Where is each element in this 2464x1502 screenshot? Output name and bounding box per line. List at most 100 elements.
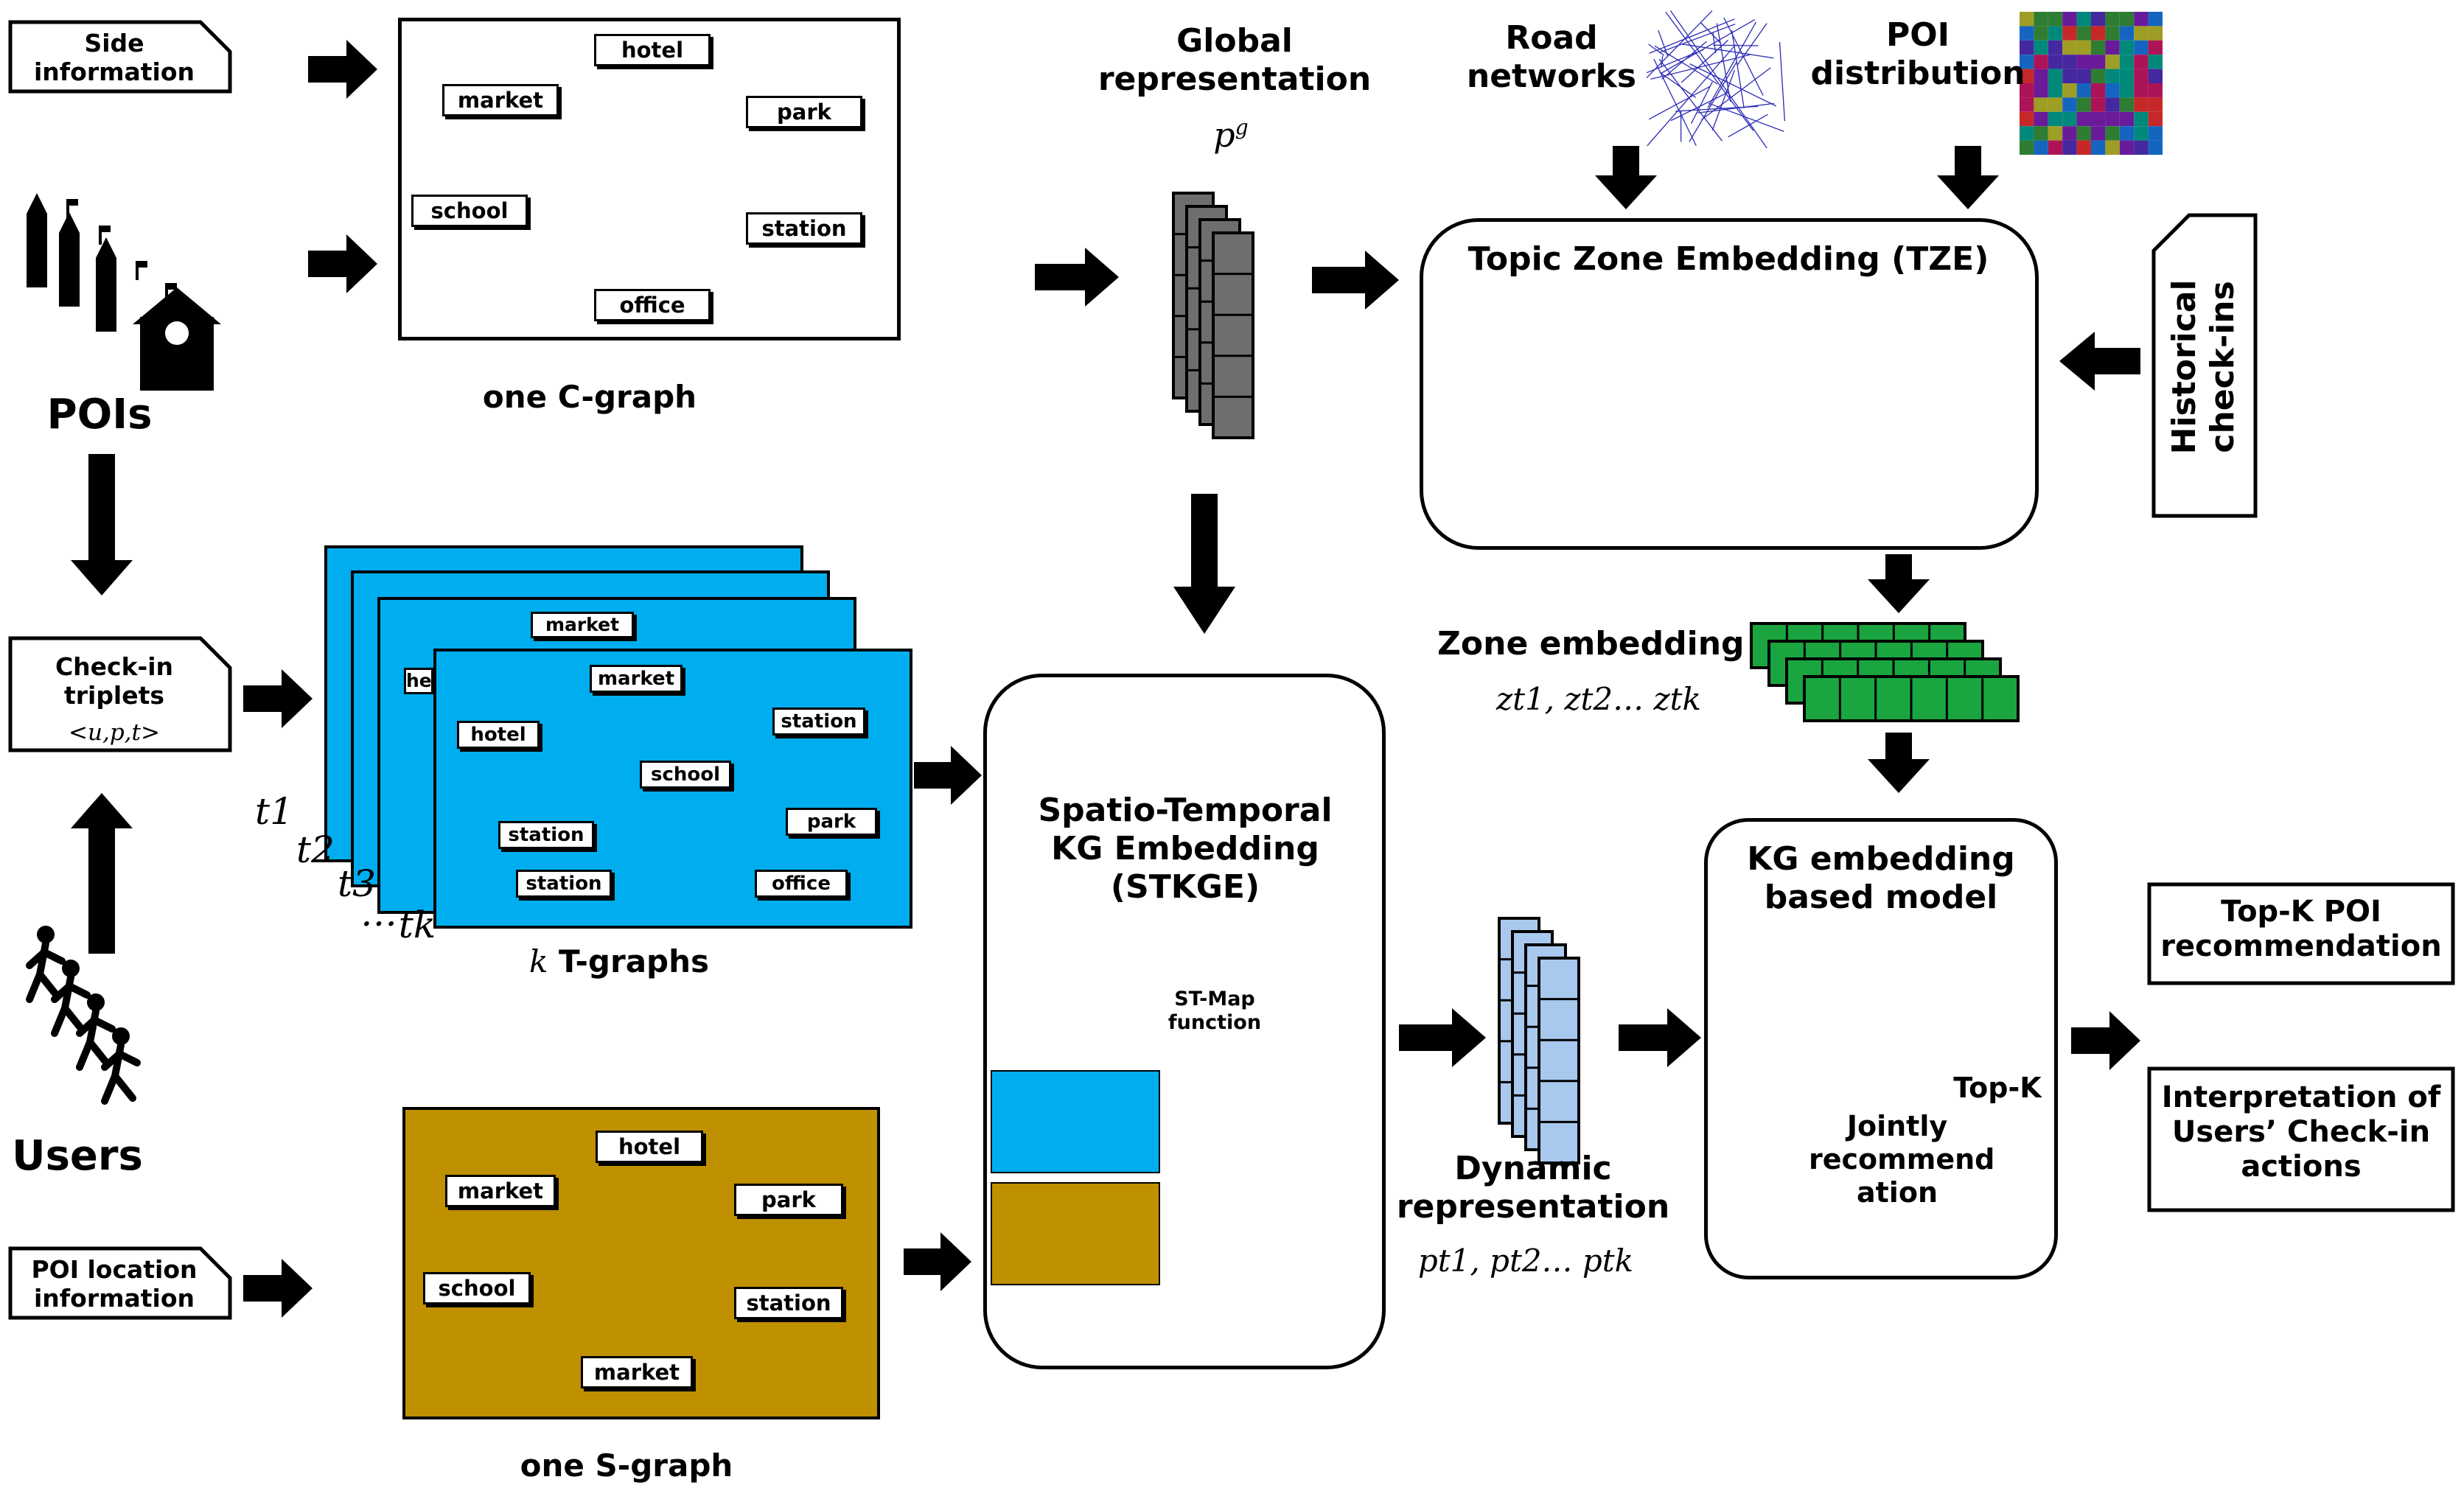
tgraph-node-office: office (755, 870, 848, 898)
poi-cell (2048, 69, 2063, 83)
poi-building-roof (27, 193, 47, 214)
poi-cell (2091, 97, 2106, 112)
poi-cell (2048, 26, 2063, 41)
poi-cell (2062, 12, 2077, 27)
dynamic-title: Dynamic representation (1396, 1150, 1670, 1226)
poi-cell (2091, 126, 2106, 141)
road-networks-image (1645, 9, 1791, 150)
poi-cell (2034, 83, 2048, 98)
poi-cell (2105, 126, 2120, 141)
arrow-dynamic-to-kg (1619, 1008, 1701, 1067)
tgraph-node-market: market (590, 665, 683, 693)
kgmodel-jointly: Jointly recommend ation (1809, 1110, 1995, 1209)
poi-cell (2020, 26, 2034, 41)
sgraph-node-school: school (423, 1272, 531, 1304)
road-line (1661, 55, 1664, 68)
poi-church-roof (133, 287, 221, 324)
poi-cell (2105, 12, 2120, 27)
poi-cell (2134, 97, 2149, 112)
poi-flag (68, 199, 78, 206)
tgraph-time-dots: … (360, 892, 397, 935)
arrow-kg-to-outputs (2071, 1011, 2140, 1070)
historical-checkins-box (2151, 213, 2258, 518)
stkge-mini-sgraph (991, 1182, 1160, 1285)
poi-building (27, 214, 47, 287)
road-line (1691, 81, 1713, 124)
arrow-tze-to-zone (1868, 554, 1930, 613)
poi-cell (2119, 111, 2135, 127)
tgraph-node-station-b: station (498, 821, 594, 849)
sgraph-node-hotel: hotel (596, 1131, 703, 1163)
tgraph-caption-text: T-graphs (548, 943, 710, 979)
poi-cell (2076, 69, 2091, 83)
user-body (51, 974, 91, 1037)
poi-cell (2105, 140, 2120, 155)
poi-cell (2105, 97, 2120, 112)
cgraph-node-office: office (594, 289, 711, 321)
poi-cell (2076, 40, 2091, 55)
poi-cell (2020, 97, 2034, 112)
user-head (37, 926, 55, 943)
road-line (1661, 18, 1756, 74)
side-information-box (8, 20, 232, 94)
poi-cell (2020, 126, 2034, 141)
poi-cell (2091, 111, 2106, 127)
stmap-label: ST-Map function (1168, 988, 1262, 1034)
sgraph-node-station: station (734, 1287, 843, 1319)
historical-checkins-label: Historical check-ins (2165, 279, 2241, 455)
poi-cell (2034, 111, 2048, 127)
cgraph-box (398, 18, 901, 340)
road-line (1648, 43, 1665, 56)
topk-output-box (2147, 882, 2455, 985)
road-line (1649, 18, 1735, 54)
zone-formula: zt1, zt2… ztk (1496, 681, 1701, 717)
poi-cell (2091, 26, 2106, 41)
poi-cell (2148, 69, 2163, 83)
poi-cell (2076, 97, 2091, 112)
poi-cell (2076, 55, 2091, 69)
poi-cell (2048, 126, 2063, 141)
arrow-tgraphs-to-stkge (914, 746, 982, 805)
poi-cell (2062, 40, 2077, 55)
poi-cell (2134, 140, 2149, 155)
road-line (1646, 49, 1704, 74)
road-line (1669, 10, 1767, 149)
arrow-poiloc-to-sgraph (243, 1259, 313, 1318)
user-head (62, 960, 80, 977)
checkin-triplets-label: Check-in triplets (55, 652, 174, 710)
road-line (1689, 63, 1777, 107)
user-head (112, 1027, 130, 1045)
tgraph-time-t1: t1 (255, 790, 293, 833)
poi-cell (2076, 26, 2091, 41)
poi-flag (167, 283, 177, 290)
poi-cell (2105, 83, 2120, 98)
arrow-poidist-to-tze (1937, 146, 1999, 209)
pois-icon (27, 193, 221, 391)
poi-cell (2119, 12, 2135, 27)
checkin-triplet-formula: <u,p,t> (69, 719, 160, 746)
road-line (1731, 29, 1745, 109)
road-line (1737, 23, 1767, 66)
poi-cell (2148, 55, 2163, 69)
tze-title: Topic Zone Embedding (TZE) (1467, 240, 1989, 278)
poi-cell (2076, 83, 2091, 98)
tgraph-node-park: park (786, 808, 877, 836)
poi-cell (2062, 97, 2077, 112)
poi-cell (2105, 69, 2120, 83)
arrow-pois-to-checkin (71, 454, 133, 595)
global-representation-stack-layer (1212, 231, 1254, 439)
global-representation-stack (1172, 192, 1254, 439)
tgraph-node-hotel: hotel (457, 721, 540, 749)
user-body (26, 940, 66, 1003)
road-line (1707, 21, 1757, 108)
poi-building-roof (96, 237, 116, 258)
cgraph-node-station: station (746, 212, 862, 245)
poi-cell (2062, 69, 2077, 83)
road-network-lines (1646, 10, 1786, 149)
user-body (76, 1007, 116, 1071)
tgraph-node-station-c: station (516, 870, 612, 898)
sgraph-node-market-b: market (581, 1356, 693, 1389)
poi-cell (2020, 140, 2034, 155)
checkin-triplets-box (8, 636, 232, 752)
